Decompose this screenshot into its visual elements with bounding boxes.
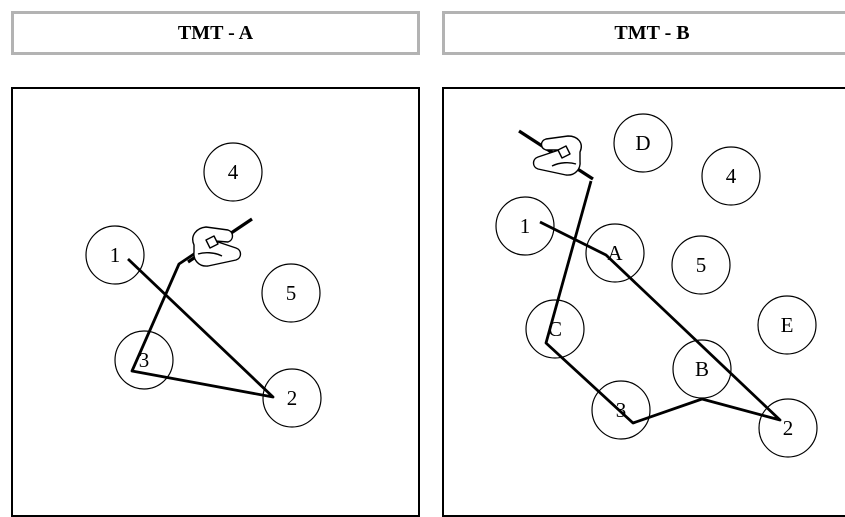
tmt-b-circle-C xyxy=(525,299,585,359)
tmt-b-circle-5 xyxy=(671,235,731,295)
tmt-b-circle-D xyxy=(613,113,673,173)
tmt-b-label-D: D xyxy=(635,131,650,155)
tmt-b-trail-line xyxy=(539,180,782,425)
tmt-a-circle-3 xyxy=(114,330,174,390)
tmt-b-label-E: E xyxy=(781,313,794,337)
tmt-a-circle-2 xyxy=(262,368,322,428)
tmt-a-label-4: 4 xyxy=(228,160,239,184)
tmt-a-header: TMT - A xyxy=(11,11,420,55)
tmt-a-circle-4 xyxy=(203,142,263,202)
tmt-a-label-2: 2 xyxy=(287,386,298,410)
hand-with-pen-icon xyxy=(187,217,253,267)
tmt-a-title: TMT - A xyxy=(177,21,254,44)
tmt-b-panel xyxy=(442,87,845,517)
tmt-b-label-A: A xyxy=(607,241,623,265)
tmt-b-label-2: 2 xyxy=(783,416,794,440)
tmt-b-circle-A xyxy=(585,223,645,283)
tmt-b-label-1: 1 xyxy=(520,214,531,238)
tmt-a-label-5: 5 xyxy=(286,281,297,305)
tmt-a-label-3: 3 xyxy=(139,348,150,372)
tmt-b-circle-2 xyxy=(758,398,818,458)
tmt-b-circle-E xyxy=(757,295,817,355)
tmt-a-circle-1 xyxy=(85,225,145,285)
tmt-b-circle-1 xyxy=(495,196,555,256)
tmt-b-header: TMT - B xyxy=(442,11,845,55)
tmt-a-label-1: 1 xyxy=(110,243,121,267)
tmt-b-label-B: B xyxy=(695,357,709,381)
tmt-b-label-3: 3 xyxy=(616,398,627,422)
tmt-b-circle-4 xyxy=(701,146,761,206)
tmt-a-panel xyxy=(11,87,420,517)
tmt-b-label-C: C xyxy=(548,317,562,341)
hand-with-pen-icon xyxy=(518,129,594,181)
trail-making-drawing: 4 1 5 3 2 D 4 1 A 5 C E B 3 2 xyxy=(85,113,818,458)
tmt-b-label-5: 5 xyxy=(696,253,707,277)
tmt-b-label-4: 4 xyxy=(726,164,737,188)
tmt-a-circle-5 xyxy=(261,263,321,323)
tmt-b-title: TMT - B xyxy=(614,21,690,44)
tmt-b-circle-3 xyxy=(591,380,651,440)
tmt-a-trail-line xyxy=(127,236,275,399)
